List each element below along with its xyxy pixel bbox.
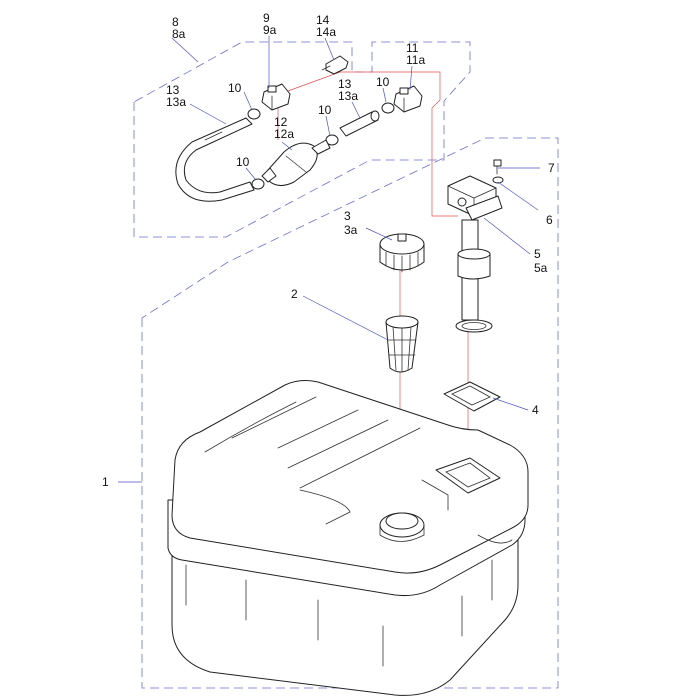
callout-10-b: 10 [318, 103, 332, 117]
callout-3: 3 [344, 209, 351, 223]
callout-4: 4 [532, 403, 539, 417]
callout-13-right: 13 [338, 77, 352, 91]
callout-12a: 12a [274, 127, 294, 141]
callout-9: 9 [263, 11, 270, 25]
callout-10-d: 10 [236, 155, 250, 169]
filler-cap [379, 233, 425, 273]
callout-3a: 3a [344, 223, 358, 237]
callout-7: 7 [548, 161, 555, 175]
washer [492, 176, 504, 184]
callout-13a-right: 13a [338, 89, 358, 103]
connector-tank-side [261, 83, 291, 111]
callout-14a: 14a [316, 25, 336, 39]
callout-labels: 1 2 3 3a 4 5 5a 6 7 8 8a 9 9a 14 14a 11 … [102, 11, 555, 489]
screw [493, 159, 502, 175]
callout-11a: 11a [406, 53, 425, 67]
hose-fitting [321, 55, 349, 75]
callout-8a: 8a [172, 27, 186, 41]
group-outline-tank [141, 137, 559, 689]
callout-9a: 9a [263, 23, 277, 37]
callout-10-c: 10 [376, 75, 390, 89]
callout-10-a: 10 [228, 81, 242, 95]
group-outline-hose-kit [133, 41, 471, 238]
callout-14: 14 [316, 13, 330, 27]
gasket [443, 381, 501, 412]
primer-bulb [261, 139, 331, 186]
fuel-tank [167, 380, 529, 696]
strainer-basket [385, 315, 419, 373]
callout-8: 8 [172, 15, 179, 29]
callout-5: 5 [534, 247, 541, 261]
callout-13a-left: 13a [166, 95, 186, 109]
callout-6: 6 [546, 213, 553, 227]
callout-5a: 5a [534, 261, 548, 275]
hose-clamp-4 [381, 102, 395, 114]
hose-clamp-2 [251, 178, 265, 190]
fuel-gauge-sender [447, 175, 503, 333]
hose-left [175, 117, 255, 202]
hose-right [339, 110, 380, 137]
callout-1: 1 [102, 475, 109, 489]
hose-clamp-1 [247, 108, 261, 120]
callout-12: 12 [274, 115, 288, 129]
callout-11: 11 [406, 41, 419, 55]
callout-13-left: 13 [166, 83, 180, 97]
callout-2: 2 [291, 287, 298, 301]
connector-engine-side [393, 85, 423, 113]
leader-lines [118, 36, 540, 483]
